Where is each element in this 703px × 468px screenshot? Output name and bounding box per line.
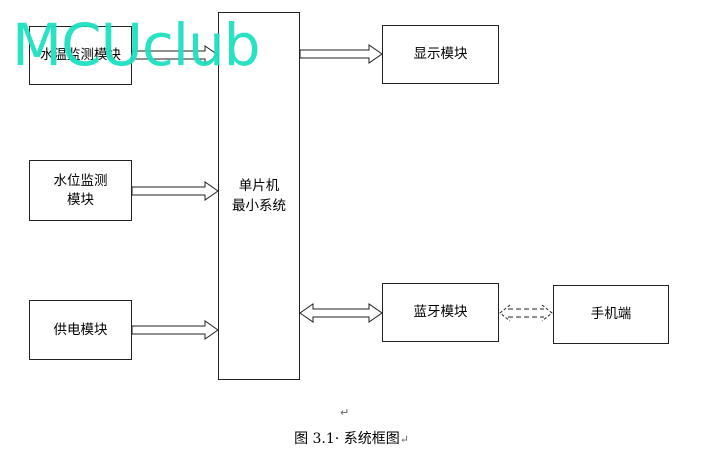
arrow-mcu-bluetooth-bidirectional	[299, 303, 383, 323]
bluetooth-module-label: 蓝牙模块	[413, 304, 468, 321]
dashed-arrow-bluetooth-phone	[499, 304, 553, 322]
water-temp-module-box: 水温监测模块	[29, 26, 132, 85]
power-module-box: 供电模块	[29, 300, 132, 360]
phone-client-label: 手机端	[590, 306, 632, 323]
phone-client-box: 手机端	[553, 285, 669, 344]
figure-caption-text: 图 3.1· 系统框图	[294, 431, 400, 447]
mcu-minimum-system-label: 单片机 最小系统	[232, 177, 286, 214]
display-module-label: 显示模块	[413, 46, 468, 63]
arrow-water-temp-to-mcu	[131, 45, 219, 65]
bluetooth-module-box: 蓝牙模块	[382, 283, 499, 342]
water-level-module-label: 水位监测 模块	[53, 173, 108, 208]
mcu-minimum-system-box: 单片机 最小系统	[218, 12, 300, 380]
paragraph-mark: ↵	[340, 406, 350, 419]
caption-paragraph-mark: ↵	[399, 433, 409, 446]
arrow-mcu-to-display	[299, 44, 383, 64]
water-temp-module-label: 水温监测模块	[40, 47, 121, 64]
water-level-module-box: 水位监测 模块	[29, 160, 132, 221]
arrow-power-to-mcu	[131, 320, 219, 340]
arrow-water-level-to-mcu	[131, 181, 219, 201]
display-module-box: 显示模块	[382, 25, 499, 84]
power-module-label: 供电模块	[53, 321, 108, 338]
figure-caption: 图 3.1· 系统框图↵	[0, 428, 703, 448]
